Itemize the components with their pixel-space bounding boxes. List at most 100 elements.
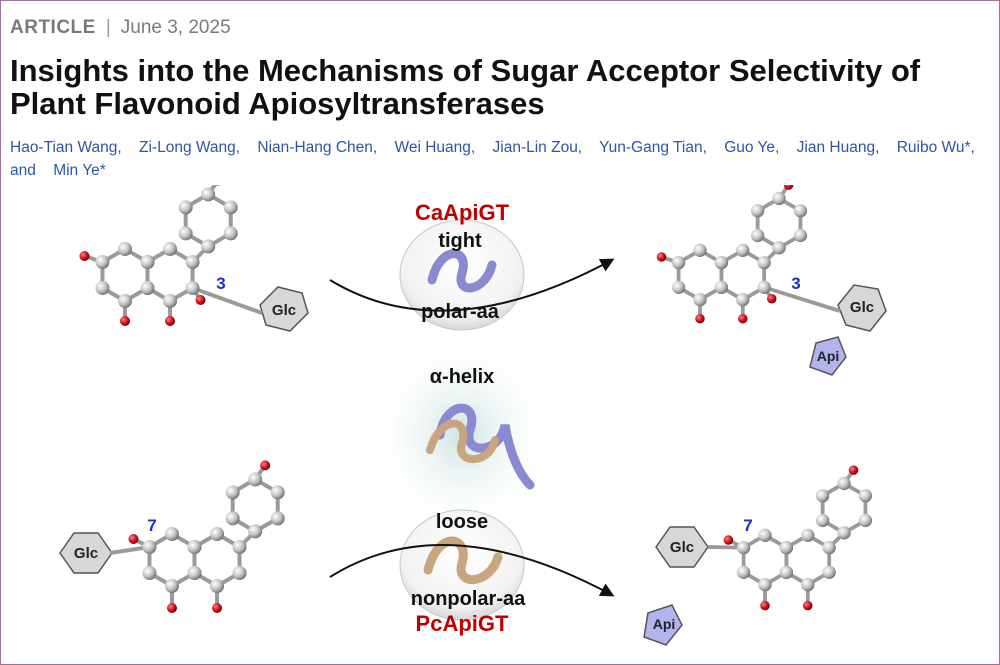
author-link[interactable]: Guo Ye, xyxy=(724,139,780,156)
oxygen-atom xyxy=(128,534,139,544)
author-link[interactable]: Ruibo Wu*, xyxy=(896,139,975,156)
carbon-atom xyxy=(736,565,751,579)
carbon-atom xyxy=(758,578,772,592)
carbon-atom xyxy=(772,191,786,206)
oxygen-atom xyxy=(195,295,206,305)
carbon-atom xyxy=(671,256,686,270)
oxygen-atom xyxy=(79,251,90,261)
glc-label: Glc xyxy=(272,302,296,319)
oxygen-atom xyxy=(167,603,177,613)
author-link[interactable]: Zi-Long Wang, xyxy=(139,139,241,156)
carbon-atom xyxy=(163,294,178,308)
carbon-atom xyxy=(142,566,157,580)
carbon-atom xyxy=(750,228,765,243)
carbon-atom xyxy=(750,204,765,218)
api-label: Api xyxy=(817,348,840,364)
oxygen-atom xyxy=(723,535,734,545)
helix-tan-icon xyxy=(426,419,499,464)
enzyme-label-pcapigt: PcApiGT xyxy=(416,611,509,636)
carbon-atom xyxy=(178,226,193,241)
toc-graphic: CaApiGT tight polar-aa α-helix loose non… xyxy=(59,185,887,646)
carbon-atom xyxy=(225,485,240,500)
carbon-atom xyxy=(232,540,247,554)
carbon-atom xyxy=(187,566,202,580)
carbon-atom xyxy=(210,527,225,541)
carbon-atom xyxy=(793,204,808,218)
carbon-atom xyxy=(779,541,794,555)
author-link[interactable]: Jian Huang, xyxy=(796,139,880,156)
carbon-atom xyxy=(757,256,771,270)
carbon-atom xyxy=(178,200,193,215)
polar-aa-label: polar-aa xyxy=(421,301,500,323)
oxygen-atom xyxy=(848,465,859,475)
api-label: Api xyxy=(653,616,676,632)
author-link[interactable]: Hao-Tian Wang, xyxy=(10,139,122,156)
glc-label: Glc xyxy=(74,545,98,562)
article-meta: ARTICLE | June 3, 2025 xyxy=(10,16,231,40)
enzyme-label-caapigt: CaApiGT xyxy=(415,200,510,225)
carbon-atom xyxy=(163,242,178,256)
api-pentagon-bottom-product xyxy=(643,604,683,646)
glc-label: Glc xyxy=(850,299,874,316)
tight-label: tight xyxy=(438,230,482,252)
oxygen-atom xyxy=(738,313,748,324)
carbon-atom xyxy=(822,565,836,579)
carbon-atom xyxy=(714,256,729,270)
oxygen-atom xyxy=(120,316,130,326)
bond-stick xyxy=(763,285,841,313)
carbon-atom xyxy=(210,579,225,593)
carbon-atom xyxy=(165,579,179,593)
carbon-atom xyxy=(837,526,851,540)
carbon-atom xyxy=(165,527,179,541)
author-link[interactable]: Nian-Hang Chen, xyxy=(257,139,378,156)
oxygen-atom xyxy=(803,600,813,611)
glc-label: Glc xyxy=(670,539,694,556)
oxygen-atom xyxy=(695,313,705,324)
position-label-3-product: 3 xyxy=(791,274,800,293)
carbon-atom xyxy=(714,280,729,294)
carbon-atom xyxy=(772,241,786,255)
carbon-atom xyxy=(95,281,110,295)
carbon-atom xyxy=(757,280,771,294)
loose-label: loose xyxy=(436,511,488,533)
article-title: Insights into the Mechanisms of Sugar Ac… xyxy=(10,53,921,121)
tight-helix-icon xyxy=(427,249,497,293)
oxygen-atom xyxy=(760,600,770,611)
loose-helix-icon xyxy=(423,536,503,584)
api-pentagon-top-product xyxy=(809,336,847,376)
carbon-atom xyxy=(858,513,873,528)
author-conjunction: and xyxy=(10,162,36,179)
carbon-atom xyxy=(95,255,110,269)
oxygen-atom xyxy=(165,316,176,326)
carbon-atom xyxy=(185,281,200,295)
glc-hexagon-top-substrate xyxy=(259,286,309,332)
publication-date: June 3, 2025 xyxy=(120,17,231,38)
author-link[interactable]: Wei Huang, xyxy=(394,139,476,156)
author-link[interactable]: Yun-Gang Tian, xyxy=(599,139,707,156)
carbon-atom xyxy=(225,511,240,526)
author-list: Hao-Tian Wang, Zi-Long Wang, Nian-Hang C… xyxy=(10,136,1000,182)
nonpolar-aa-label: nonpolar-aa xyxy=(411,588,526,610)
carbon-atom xyxy=(140,281,155,295)
carbon-atom xyxy=(822,541,836,555)
oxygen-atom xyxy=(260,460,271,471)
carbon-atom xyxy=(736,541,751,555)
oxygen-atom xyxy=(656,252,667,262)
author-link[interactable]: Jian-Lin Zou, xyxy=(492,139,583,156)
carbon-atom xyxy=(118,242,132,256)
bottom-reaction-arrow xyxy=(329,544,615,597)
carbon-atom xyxy=(693,293,707,307)
top-reaction-arrow xyxy=(329,258,615,312)
carbon-atom xyxy=(736,293,750,307)
carbon-atom xyxy=(779,565,794,579)
carbon-atom xyxy=(837,476,851,491)
carbon-atom xyxy=(858,489,873,503)
oxygen-atom xyxy=(212,603,223,613)
meta-separator: | xyxy=(105,17,111,38)
carbon-atom xyxy=(248,524,263,539)
carbon-atom xyxy=(671,280,686,294)
author-link[interactable]: Min Ye* xyxy=(53,162,106,179)
carbon-atom xyxy=(793,228,808,243)
carbon-atom xyxy=(223,226,238,241)
carbon-atom xyxy=(201,187,216,202)
